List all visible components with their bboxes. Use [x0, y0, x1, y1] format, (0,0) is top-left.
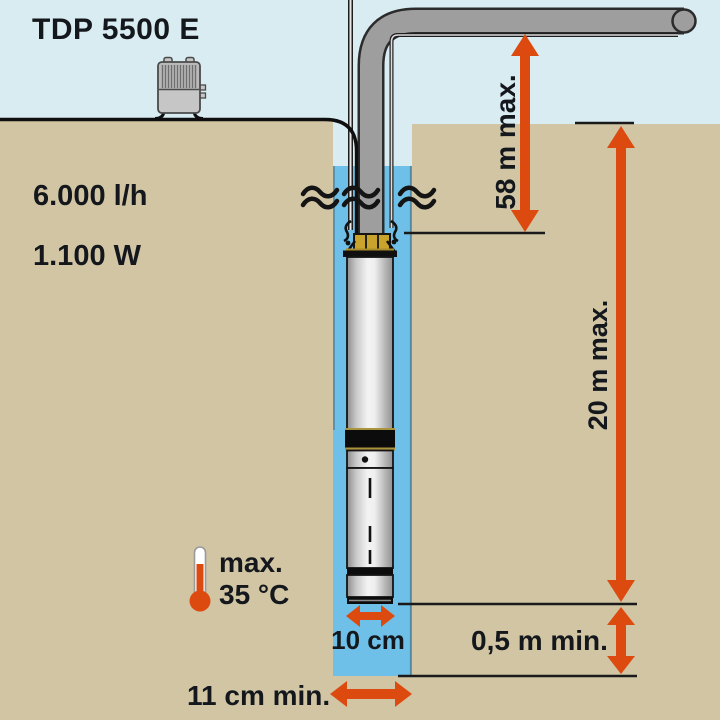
product-title: TDP 5500 E — [32, 13, 200, 46]
pump-diameter-arrow — [346, 605, 395, 627]
pump-cable-guard-band — [345, 430, 395, 448]
ground-right — [412, 124, 720, 720]
max-temperature-value: 35 °C — [219, 579, 290, 610]
submersible-pump — [343, 219, 399, 604]
pump-diameter-label: 10 cm — [331, 625, 405, 655]
water-waves-icon — [300, 185, 437, 210]
safety-rope-right-icon — [389, 33, 678, 228]
delivery-head-label: 58 m max. — [490, 74, 521, 210]
pump-bottom-cap — [346, 574, 394, 598]
ground-left — [0, 121, 333, 720]
well-wall-lines — [333, 166, 412, 675]
bottom-clearance-arrow — [607, 607, 635, 674]
power-cable — [0, 109, 359, 234]
well-diameter-label: 11 cm min. — [187, 680, 331, 711]
flow-rate-label: 6.000 l/h — [33, 180, 148, 212]
delivery-head-arrow — [511, 34, 539, 232]
pipe-outlet-icon — [671, 8, 697, 34]
well-diameter-arrow — [330, 681, 412, 707]
pump-top-flange — [343, 250, 397, 257]
max-temperature-prefix: max. — [219, 547, 283, 578]
thermometer-icon — [189, 546, 211, 612]
pump-body-upper — [346, 256, 394, 431]
control-box-icon — [157, 56, 207, 114]
pump-intake-section — [346, 449, 394, 469]
immersion-depth-arrow — [607, 126, 635, 602]
bottom-clearance-label: 0,5 m min. — [471, 625, 608, 656]
measurement-lines — [398, 121, 637, 678]
power-label: 1.100 W — [33, 240, 141, 272]
discharge-pipe — [357, 7, 697, 240]
immersion-depth-label: 20 m max. — [583, 299, 613, 431]
pump-outlet-fitting — [353, 233, 391, 251]
